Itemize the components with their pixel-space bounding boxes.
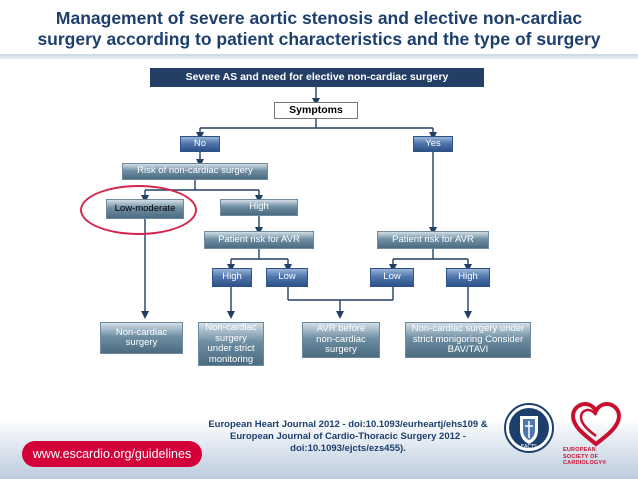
eacts-label: EACTS <box>521 444 537 450</box>
box-left-low: Low <box>266 268 308 287</box>
box-left-high: High <box>212 268 252 287</box>
esc-heart-logo-icon <box>570 401 622 447</box>
box-outcome-avr: AVR before non-cardiac surgery <box>302 322 380 358</box>
box-outcome-monitoring: Non-cardiac surgery under strict monitor… <box>198 322 264 366</box>
esc-line-3: CARDIOLOGY® <box>563 460 607 466</box>
box-severe-as: Severe AS and need for elective non-card… <box>150 68 484 87</box>
box-right-high: High <box>446 268 490 287</box>
title-line-2: surgery according to patient characteris… <box>37 29 601 49</box>
box-yes: Yes <box>413 136 453 152</box>
citation-line-2: European Journal of Cardio-Thoracic Surg… <box>230 431 466 442</box>
citation-line-1: European Heart Journal 2012 - doi:10.109… <box>208 419 488 430</box>
title-rule <box>0 54 638 59</box>
esc-wordmark: EUROPEAN SOCIETY OF CARDIOLOGY® <box>563 447 631 467</box>
box-no: No <box>180 136 220 152</box>
title-line-1: Management of severe aortic stenosis and… <box>55 8 583 28</box>
box-patient-risk-left: Patient risk for AVR <box>204 231 314 249</box>
box-symptoms: Symptoms <box>274 102 358 119</box>
esc-line-2: SOCIETY OF <box>563 453 599 460</box>
citation: European Heart Journal 2012 - doi:10.109… <box>198 419 498 455</box>
highlight-ellipse <box>80 185 197 235</box>
slide-title: Management of severe aortic stenosis and… <box>0 8 638 50</box>
esc-line-1: EUROPEAN <box>563 447 596 453</box>
eacts-logo-icon: EACTS <box>504 403 554 453</box>
box-outcome-bav-tavi: Non-cardiac surgery under strict monigor… <box>405 322 531 358</box>
box-patient-risk-right: Patient risk for AVR <box>377 231 489 249</box>
box-right-low: Low <box>370 268 414 287</box>
box-risk-noncardiac: Risk of non-cardiac surgery <box>122 163 268 180</box>
box-risk-high: High <box>220 199 298 216</box>
citation-line-3: doi:10.1093/ejcts/ezs455). <box>290 443 406 454</box>
box-outcome-noncardiac: Non-cardiac surgery <box>100 322 183 354</box>
guidelines-link[interactable]: www.escardio.org/guidelines <box>22 441 202 467</box>
